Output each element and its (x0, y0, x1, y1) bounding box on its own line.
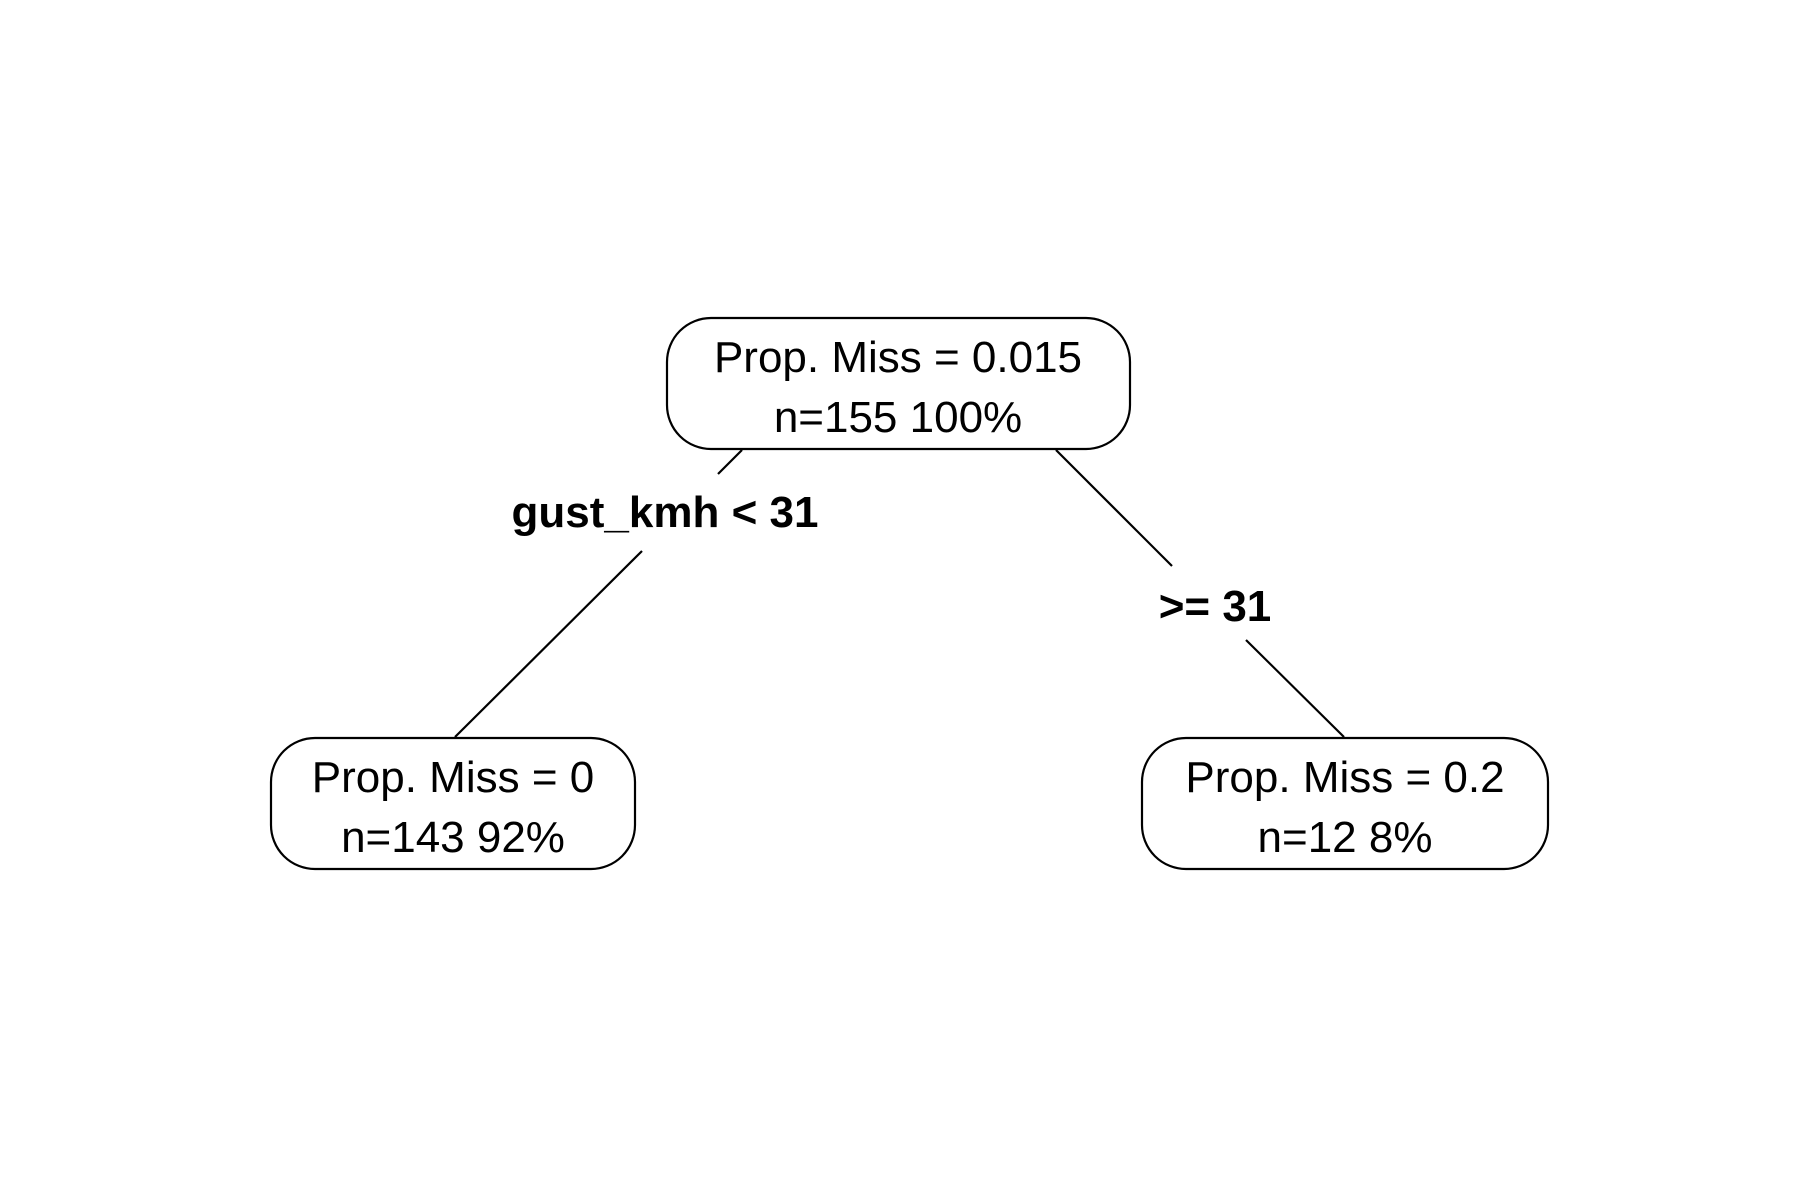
split-label-right: >= 31 (1159, 582, 1272, 631)
root-node: Prop. Miss = 0.015 n=155 100% (665, 316, 1132, 451)
root-node-label: Prop. Miss = 0.015 (714, 333, 1082, 382)
edge-root-left-lower (454, 550, 643, 738)
right-leaf-count: n=12 8% (1258, 813, 1433, 862)
edge-root-right-lower (1245, 639, 1345, 738)
left-leaf-count: n=143 92% (341, 813, 565, 862)
split-label-left: gust_kmh < 31 (512, 488, 819, 537)
right-leaf-node: Prop. Miss = 0.2 n=12 8% (1140, 736, 1550, 871)
edge-root-right-upper (1055, 449, 1173, 567)
root-node-count: n=155 100% (774, 393, 1022, 442)
root-node-box (665, 316, 1132, 451)
edge-root-left-upper (717, 449, 743, 475)
right-leaf-label: Prop. Miss = 0.2 (1185, 753, 1504, 802)
left-leaf-node: Prop. Miss = 0 n=143 92% (269, 736, 637, 871)
left-leaf-box (269, 736, 637, 871)
right-leaf-box (1140, 736, 1550, 871)
left-leaf-label: Prop. Miss = 0 (312, 753, 594, 802)
